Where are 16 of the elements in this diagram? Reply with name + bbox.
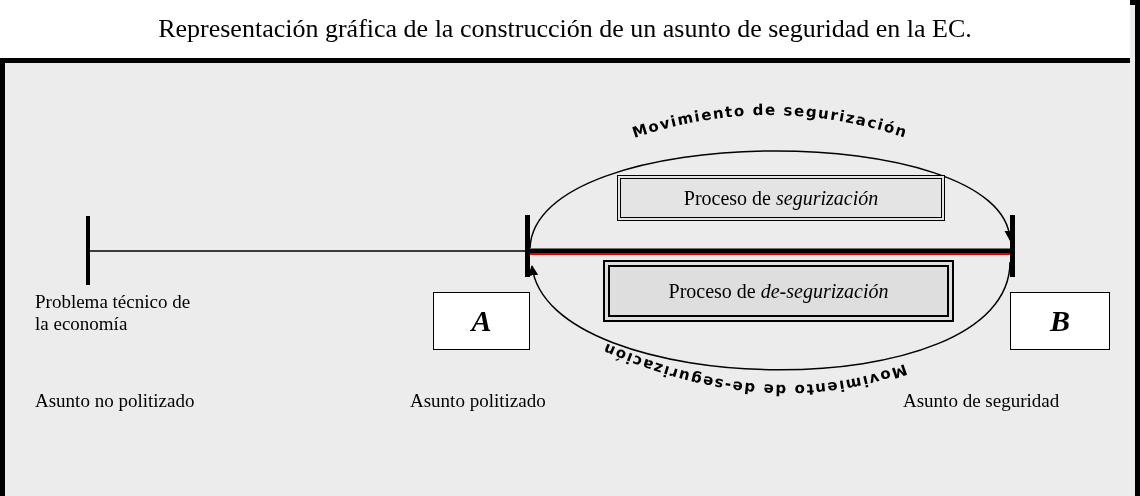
curved-arrow xyxy=(530,261,1011,371)
scale-line xyxy=(529,248,1011,255)
tick-mark xyxy=(525,215,530,277)
text-label: Problema técnico de la economía xyxy=(35,291,192,335)
letter-box: B xyxy=(1010,292,1110,350)
letter-box: A xyxy=(433,292,530,350)
text-label: Asunto no politizado xyxy=(35,390,196,412)
scale-line xyxy=(89,250,526,252)
process-box: Proceso de segurización xyxy=(617,175,945,221)
text-label: Asunto de seguridad xyxy=(903,390,1061,412)
curved-arrow xyxy=(529,150,1012,249)
tick-mark xyxy=(86,216,90,285)
diagram-title: Representación gráfica de la construcción de un asunto de seguridad en la EC. xyxy=(157,14,973,44)
tick-mark xyxy=(1010,215,1015,277)
text-label: Asunto politizado xyxy=(410,390,547,412)
process-box: Proceso de de-segurización xyxy=(603,260,954,322)
